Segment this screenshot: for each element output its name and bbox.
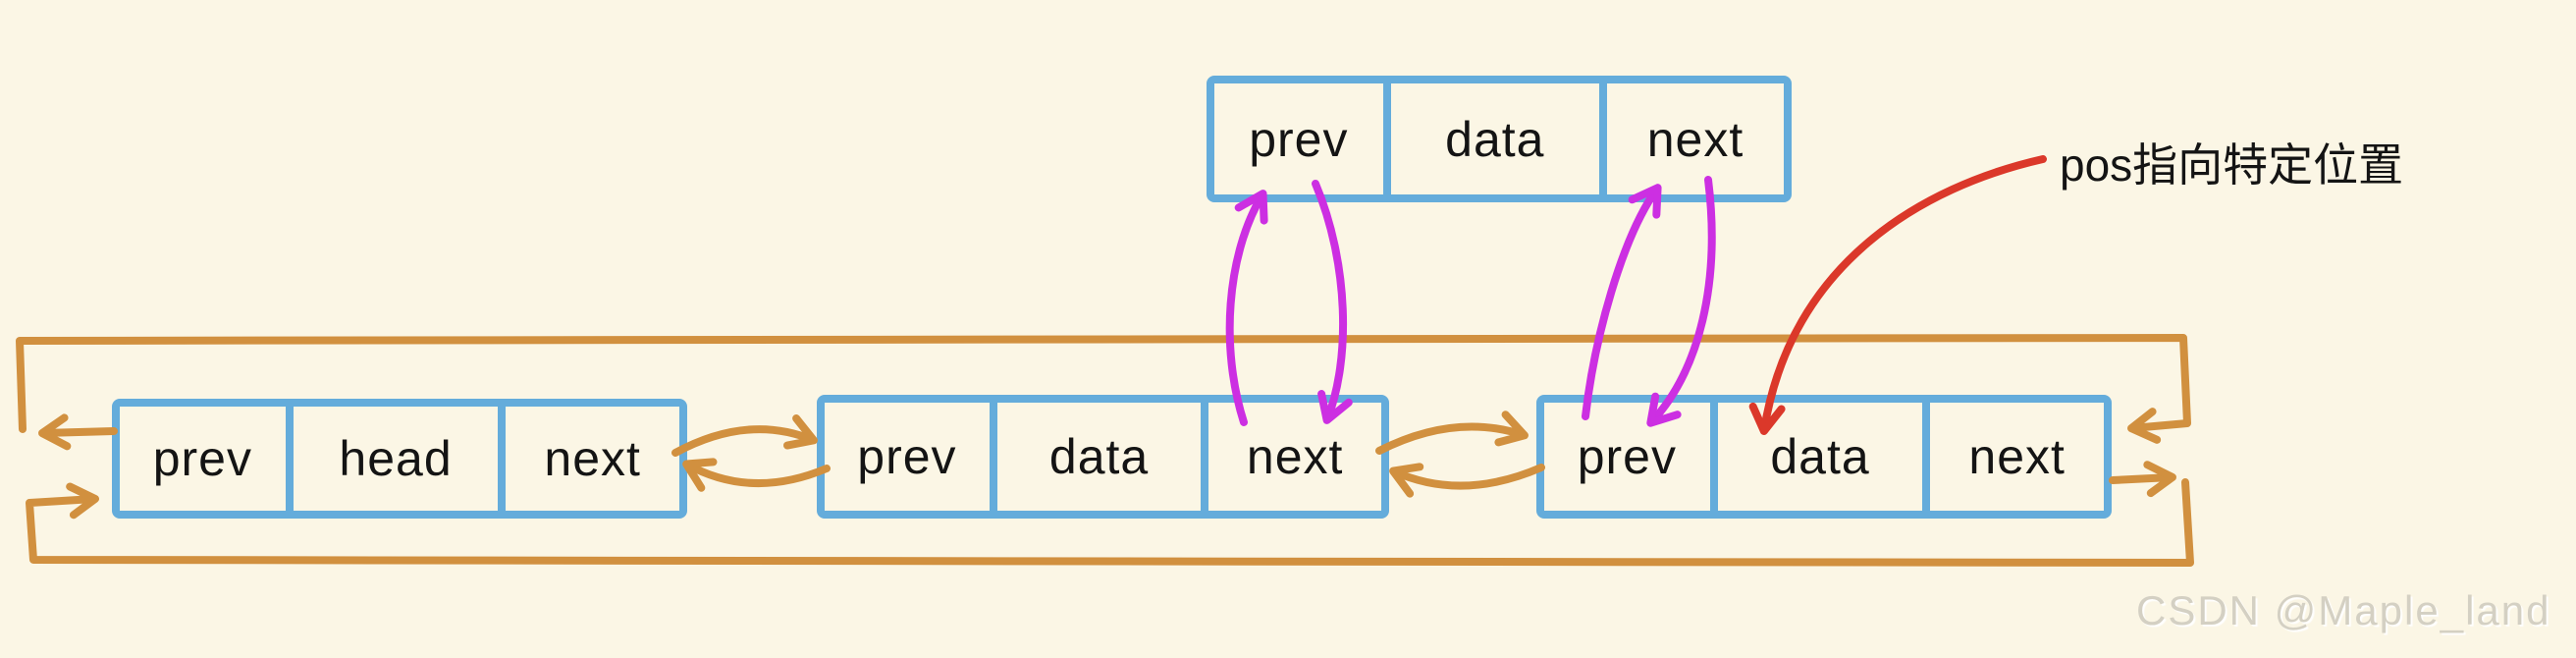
floating-prev-down-to-middle-next-arrow <box>1312 180 1353 424</box>
next-cell: next <box>1201 403 1381 511</box>
middle-node: prev data next <box>817 395 1389 519</box>
head-cell: head <box>285 407 499 511</box>
data-cell: data <box>989 403 1202 511</box>
tail-next-outgoing-arrow <box>2109 461 2176 498</box>
prev-cell: prev <box>857 429 957 484</box>
floating-next-down-to-pos-prev-arrow <box>1646 176 1716 427</box>
next-cell: next <box>1598 83 1784 194</box>
prev-cell: prev <box>1577 429 1677 484</box>
prev-cell: prev <box>152 431 252 486</box>
head-node: prev head next <box>112 399 687 519</box>
middle-next-to-pos-prev-arrow <box>1375 411 1529 455</box>
next-cell: next <box>1922 403 2104 511</box>
pos-prev-up-to-floating-next-arrow <box>1582 184 1662 420</box>
floating-node: prev data next <box>1207 76 1792 202</box>
middle-next-up-to-floating-prev-arrow <box>1225 190 1268 426</box>
head-next-to-middle-prev-arrow <box>671 413 818 457</box>
next-cell: next <box>498 407 679 511</box>
prev-cell: prev <box>1249 111 1349 167</box>
watermark: CSDN @Maple_land <box>2136 587 2551 633</box>
pos-prev-to-middle-next-arrow <box>1389 463 1545 498</box>
pos-node: prev data next <box>1536 395 2112 519</box>
head-prev-outgoing-arrow <box>38 413 118 451</box>
pos-annotation-label: pos指向特定位置 <box>2060 139 2404 191</box>
middle-prev-to-head-next-arrow <box>682 458 831 492</box>
data-cell: data <box>1709 403 1923 511</box>
data-cell: data <box>1382 83 1599 194</box>
pos-annotation-arrow <box>1748 155 2047 435</box>
